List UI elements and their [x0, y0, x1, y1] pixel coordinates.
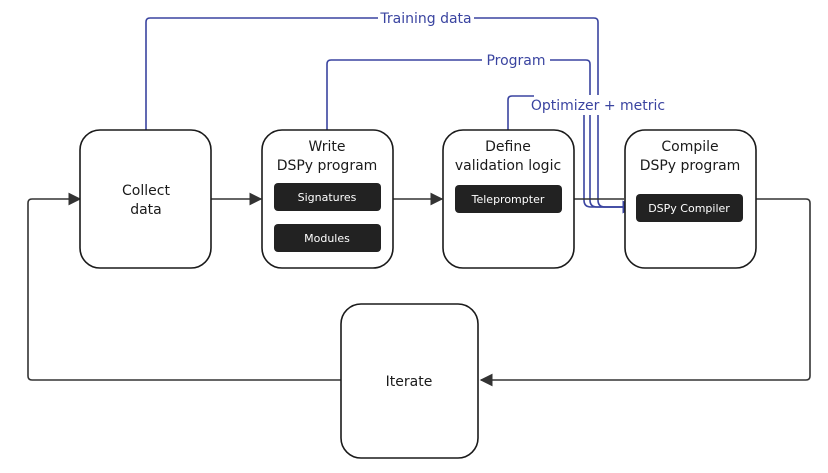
stage-box — [340, 303, 479, 459]
stage-title-line2: DSPy program — [640, 158, 741, 174]
modules-chip — [274, 224, 381, 252]
stage-title-line1: Define — [485, 139, 531, 155]
stage-box — [79, 129, 212, 269]
training-data-flow: Training data — [145, 8, 636, 214]
modules-chip-label: Modules — [304, 232, 350, 245]
stage-title-line1: Write — [309, 139, 346, 155]
teleprompter-chip — [455, 185, 562, 213]
training-data-line — [145, 17, 636, 214]
program-flow: Program — [326, 50, 636, 214]
arrow-iterate-to-collect — [27, 192, 341, 381]
optimizer-metric-label-bg — [534, 95, 660, 115]
signatures-chip-label: Signatures — [298, 191, 357, 204]
stage-collect-data: Collect data — [79, 129, 212, 269]
program-label-bg — [482, 50, 550, 70]
stage-title-line2: DSPy program — [277, 158, 378, 174]
teleprompter-chip-label: Teleprompter — [471, 193, 545, 206]
program-label: Program — [486, 53, 545, 69]
dspy-compiler-chip — [636, 194, 743, 222]
stage-title-line2: validation logic — [455, 158, 561, 174]
dspy-compiler-chip-label: DSPy Compiler — [648, 202, 730, 215]
arrow-compile-to-iterate — [479, 198, 811, 387]
stage-title-line2: data — [130, 202, 162, 218]
stage-title-line1: Collect — [122, 183, 170, 199]
stage-compile-program: Compile DSPy program DSPy Compiler — [624, 129, 757, 269]
training-data-label: Training data — [379, 11, 471, 27]
stage-title-line1: Compile — [661, 139, 718, 155]
program-line — [326, 59, 636, 214]
training-data-label-bg — [378, 8, 474, 28]
optimizer-metric-label: Optimizer + metric — [531, 98, 665, 114]
stage-iterate: Iterate — [340, 303, 479, 459]
stage-title-line1: Iterate — [386, 374, 433, 390]
optimizer-metric-flow: Optimizer + metric — [507, 95, 665, 214]
stage-define-validation: Define validation logic Teleprompter — [442, 129, 575, 269]
signatures-chip — [274, 183, 381, 211]
stage-write-program: Write DSPy program Signatures Modules — [261, 129, 394, 269]
